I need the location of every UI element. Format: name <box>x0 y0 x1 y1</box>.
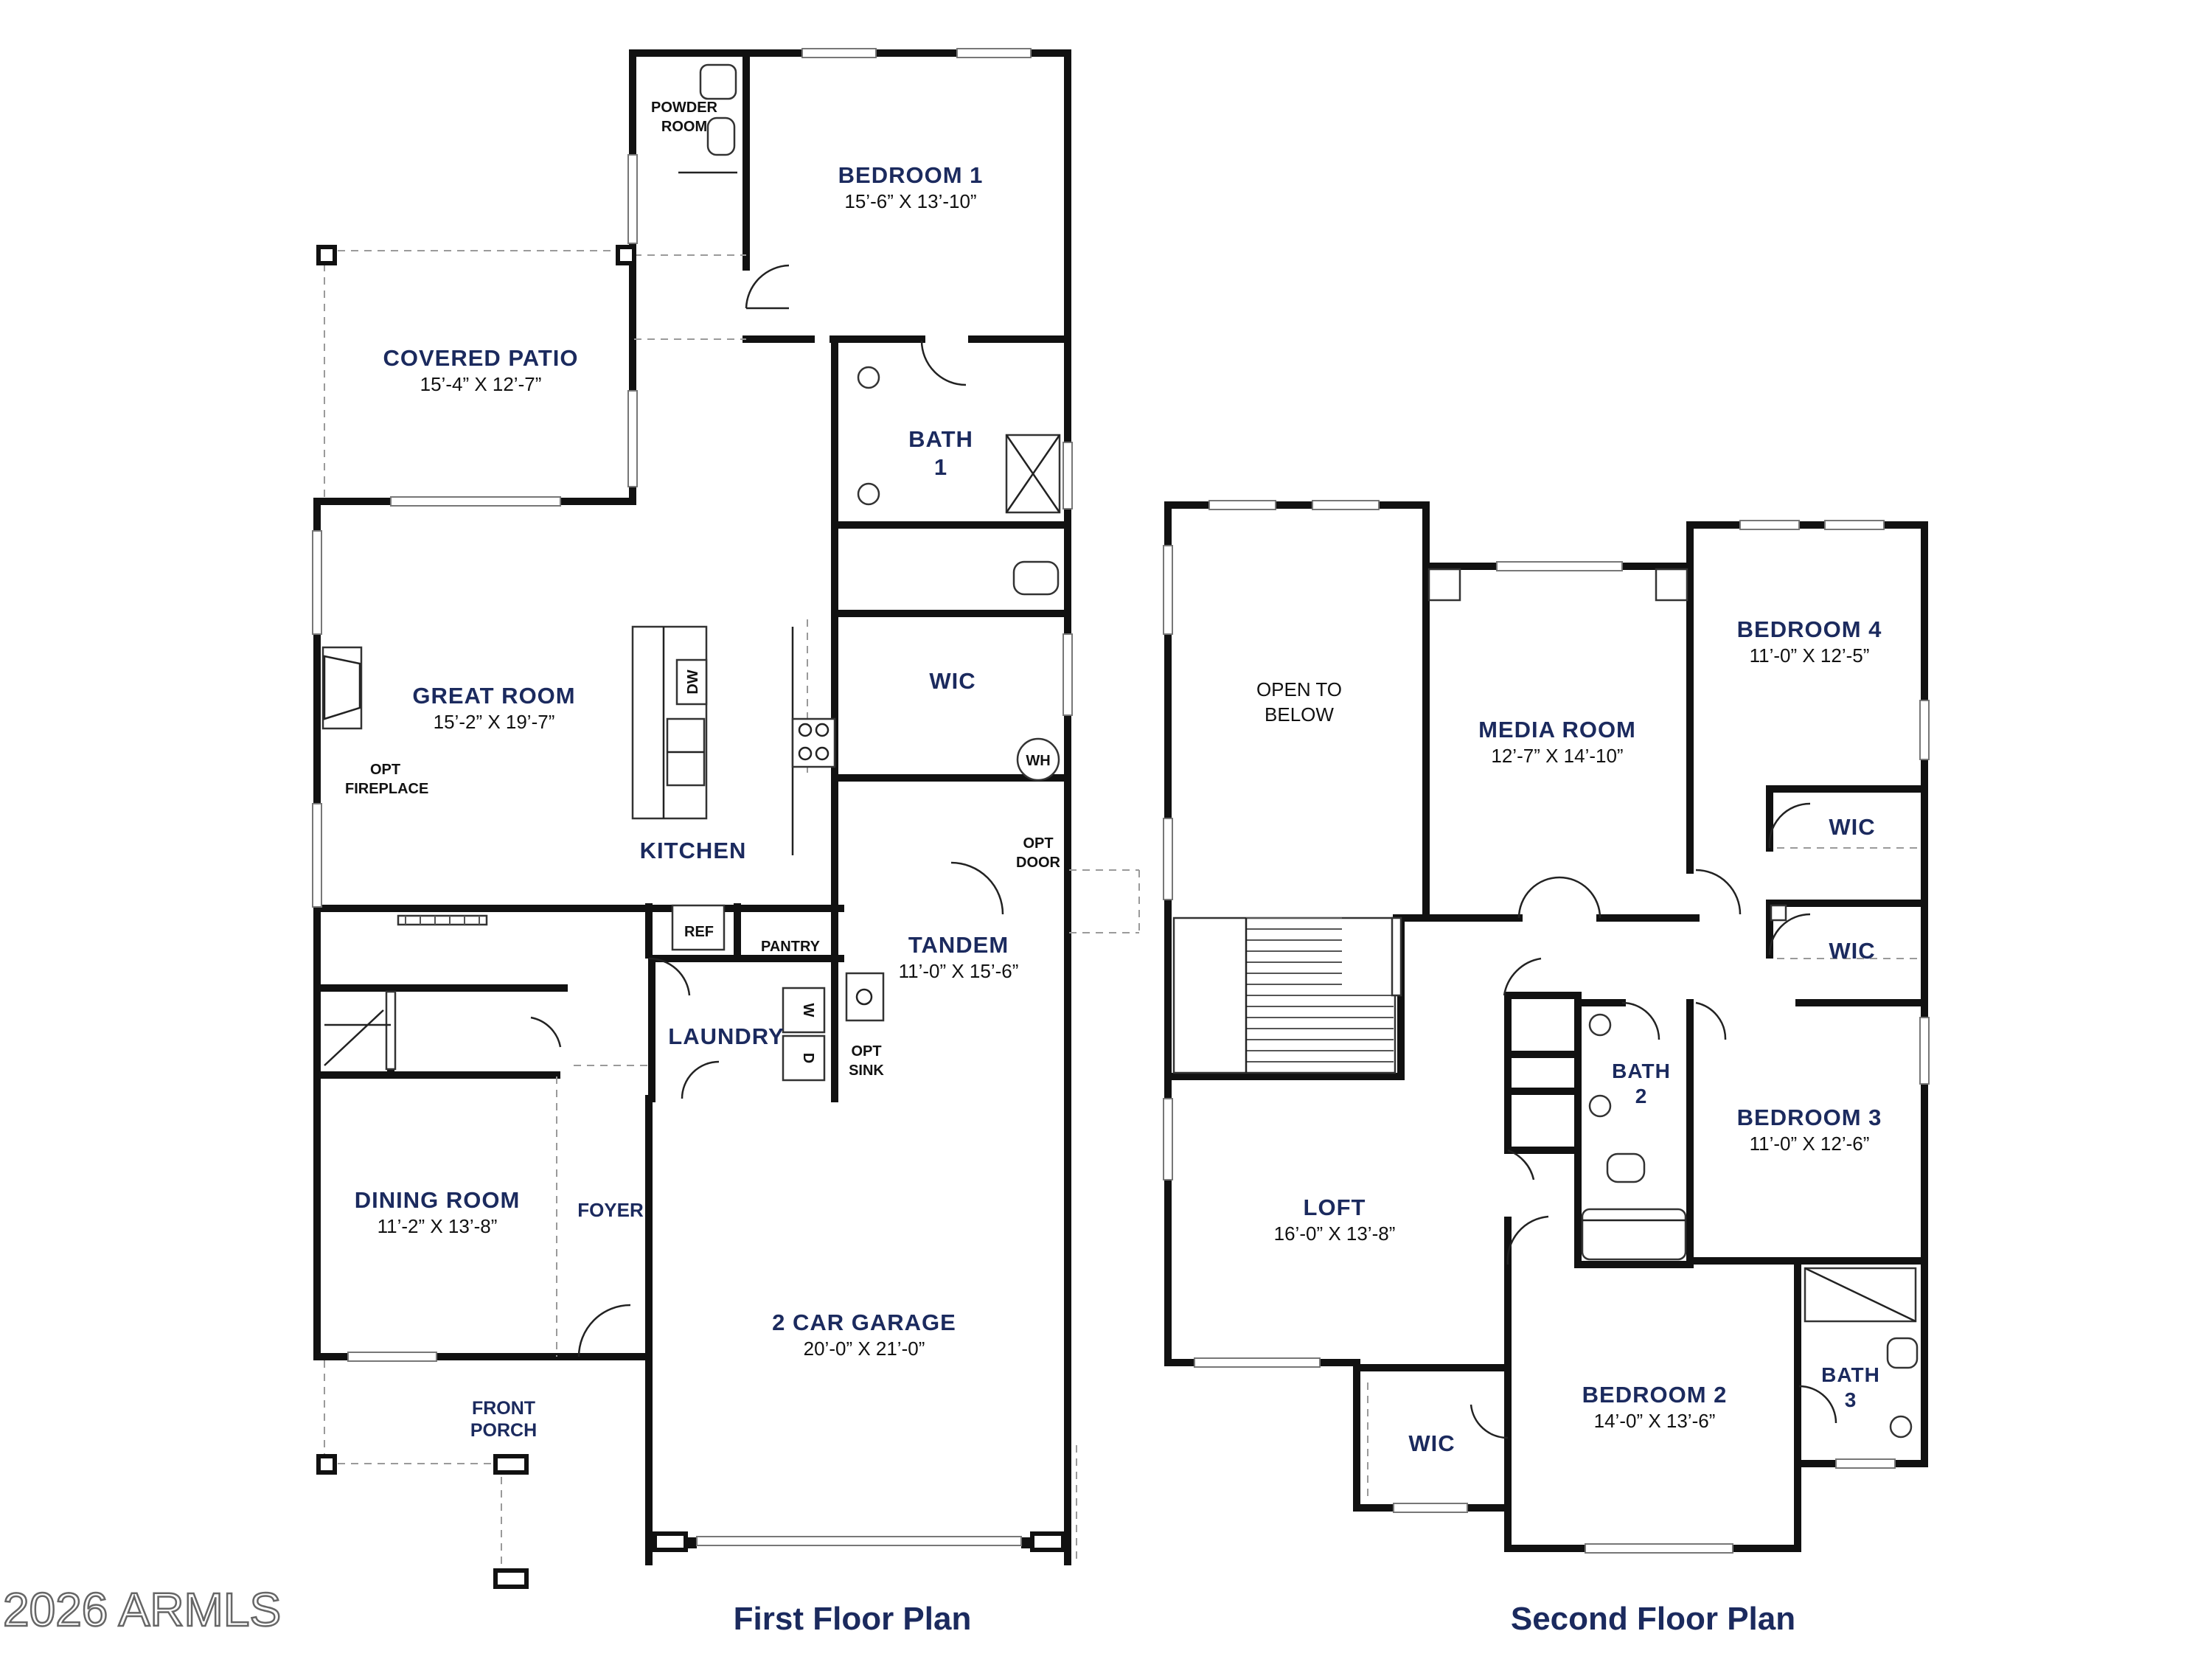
patio-post <box>316 245 337 265</box>
garage-post <box>653 1531 688 1552</box>
garage-dimensions: 20’-0” X 21’-0” <box>804 1338 925 1360</box>
front-porch-label-1: FRONT <box>472 1398 535 1419</box>
opt-fireplace-label-1: OPT <box>370 762 400 778</box>
great-room-dimensions: 15’-2” X 19’-7” <box>434 711 555 733</box>
first-floor-title: First Floor Plan <box>734 1601 972 1637</box>
bedroom-2-dimensions: 14’-0” X 13’-6” <box>1594 1410 1716 1432</box>
watermark: 2026 ARMLS <box>3 1583 281 1636</box>
porch-post <box>316 1454 337 1475</box>
refrigerator-label: REF <box>684 924 714 940</box>
powder-room-label-2: ROOM <box>661 119 707 135</box>
covered-patio-label: COVERED PATIO <box>383 345 578 371</box>
opt-sink-label-1: OPT <box>851 1043 881 1060</box>
loft-dimensions: 16’-0” X 13’-8” <box>1274 1222 1396 1245</box>
bedroom-1-dimensions: 15’-6” X 13’-10” <box>844 190 976 212</box>
garage-label: 2 CAR GARAGE <box>772 1310 956 1335</box>
garage-post <box>1030 1531 1065 1552</box>
bath-3-label-1: BATH <box>1821 1363 1880 1386</box>
powder-room-label-1: POWDER <box>651 100 718 116</box>
open-to-below-label-1: OPEN TO <box>1256 678 1342 700</box>
bath-1-label-1: BATH <box>908 426 973 452</box>
media-room-dimensions: 12’-7” X 14’-10” <box>1491 745 1623 767</box>
first-floor-plan: POWDER ROOM BEDROOM 1 15’-6” X 13’-10” C… <box>312 48 1140 1637</box>
first-floor-stairs <box>324 914 488 1071</box>
wic-bedroom-4-label: WIC <box>1829 814 1875 840</box>
first-floor-outdoor-outlines <box>324 250 1077 1585</box>
media-room-label: MEDIA ROOM <box>1478 717 1636 742</box>
dining-room-label: DINING ROOM <box>355 1187 521 1213</box>
dining-room-dimensions: 11’-2” X 13’-8” <box>378 1215 498 1237</box>
opt-door-label-1: OPT <box>1023 835 1053 852</box>
bath-1-label-2: 1 <box>934 454 947 480</box>
bath-3-label-2: 3 <box>1845 1388 1857 1411</box>
bath-2-label-2: 2 <box>1635 1085 1648 1107</box>
second-floor-windows <box>1163 500 1930 1554</box>
dryer-label: D <box>800 1053 816 1063</box>
second-floor-title: Second Floor Plan <box>1511 1601 1795 1637</box>
porch-post <box>493 1454 529 1475</box>
bedroom-4-dimensions: 11’-0” X 12’-5” <box>1750 644 1870 667</box>
covered-patio-dimensions: 15’-4” X 12’-7” <box>420 373 542 395</box>
front-porch-label-2: PORCH <box>470 1420 537 1441</box>
bath-2-label-1: BATH <box>1612 1060 1671 1082</box>
first-floor-fixtures <box>321 63 1140 1357</box>
foyer-label: FOYER <box>577 1199 644 1221</box>
first-floor-labels: POWDER ROOM BEDROOM 1 15’-6” X 13’-10” C… <box>345 100 1061 1637</box>
bedroom-1-label: BEDROOM 1 <box>838 162 984 188</box>
second-floor-stairs <box>1172 917 1402 1074</box>
washer-label: W <box>800 1004 816 1018</box>
bedroom-3-label: BEDROOM 3 <box>1737 1105 1882 1130</box>
second-floor-plan: OPEN TO BELOW MEDIA ROOM 12’-7” X 14’-10… <box>1163 500 1930 1637</box>
opt-fireplace-label-2: FIREPLACE <box>345 781 428 797</box>
tandem-label: TANDEM <box>908 932 1009 958</box>
dishwasher-label: DW <box>685 669 701 694</box>
open-to-below-label-2: BELOW <box>1265 703 1334 726</box>
pantry-label: PANTRY <box>761 939 821 955</box>
second-floor-labels: OPEN TO BELOW MEDIA ROOM 12’-7” X 14’-10… <box>1256 616 1882 1637</box>
bedroom-3-dimensions: 11’-0” X 12’-6” <box>1750 1133 1870 1155</box>
opt-door-label-2: DOOR <box>1016 855 1061 871</box>
water-heater-label: WH <box>1026 753 1050 769</box>
bedroom-4-label: BEDROOM 4 <box>1737 616 1882 642</box>
wic-bedroom-2-label: WIC <box>1408 1430 1455 1456</box>
great-room-label: GREAT ROOM <box>412 683 575 709</box>
kitchen-label: KITCHEN <box>640 838 747 863</box>
porch-post <box>493 1568 529 1589</box>
wic-bedroom-3-label: WIC <box>1829 938 1875 964</box>
tandem-dimensions: 11’-0” X 15’-6” <box>899 960 1019 982</box>
opt-sink-label-2: SINK <box>849 1062 884 1079</box>
bedroom-2-label: BEDROOM 2 <box>1582 1382 1728 1408</box>
laundry-label: LAUNDRY <box>668 1023 784 1049</box>
wic-first-floor-label: WIC <box>929 668 975 694</box>
second-floor-fixtures <box>1367 568 1919 1497</box>
loft-label: LOFT <box>1304 1194 1366 1220</box>
first-floor-windows <box>312 48 1073 1546</box>
patio-post <box>616 245 636 265</box>
